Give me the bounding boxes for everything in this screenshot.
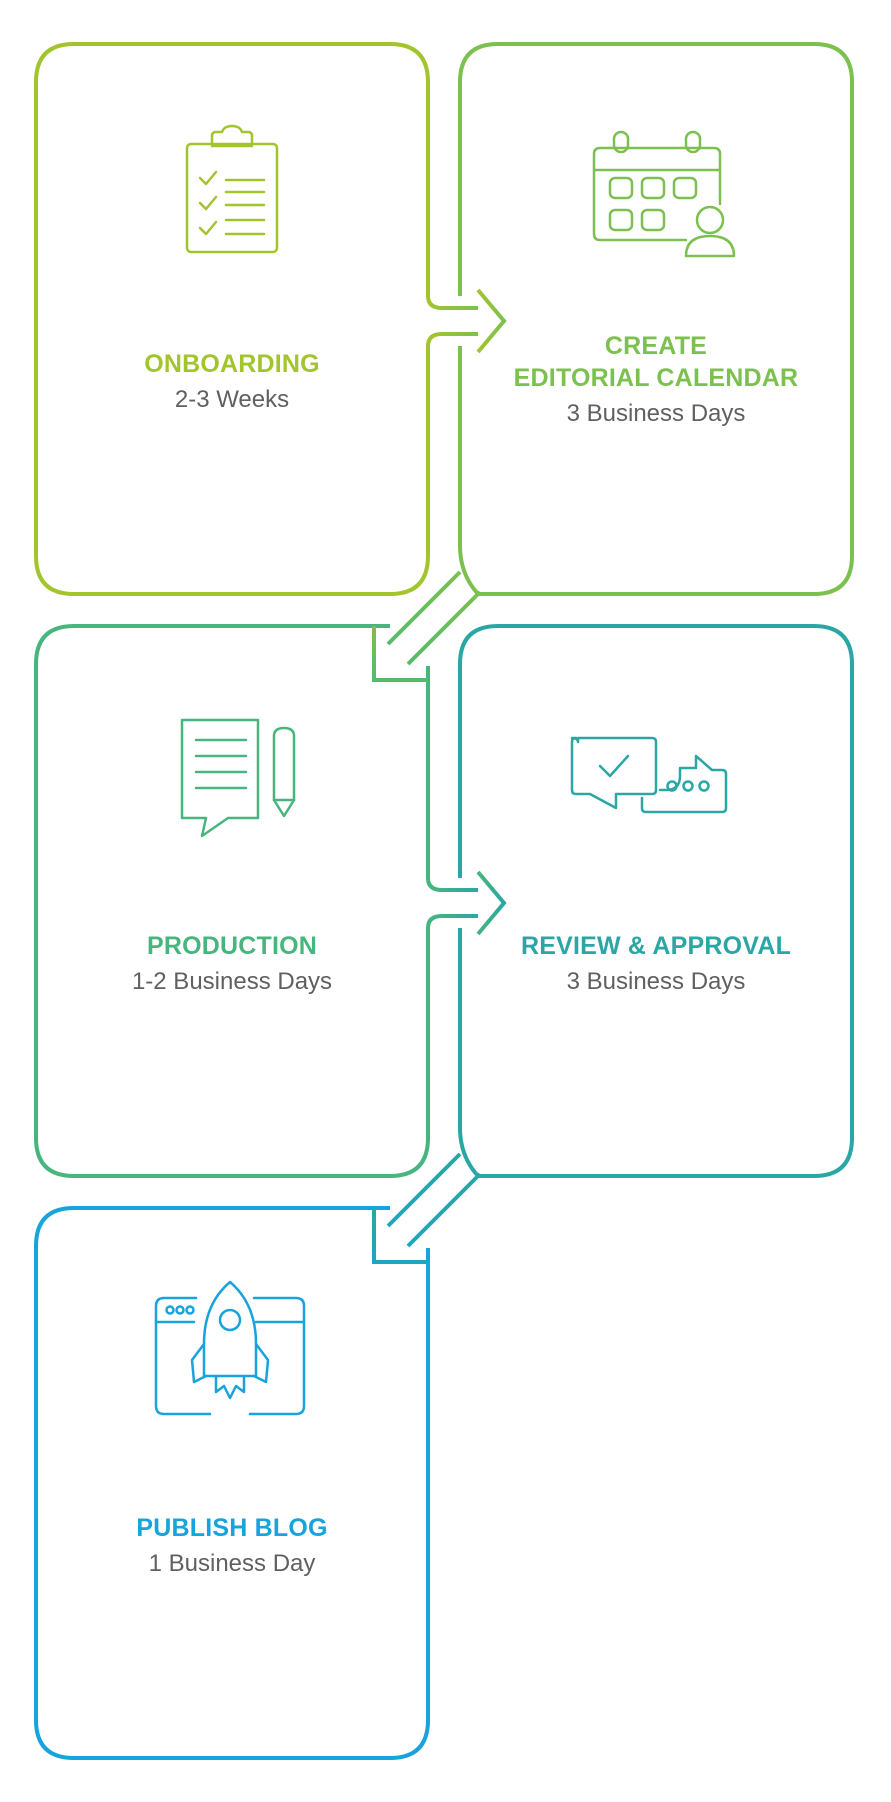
step-duration: 3 Business Days bbox=[566, 400, 746, 427]
arrow-review-to-publish bbox=[372, 1152, 482, 1264]
step-production: PRODUCTION 1-2 Business Days bbox=[62, 930, 402, 998]
step-title: ONBOARDING bbox=[144, 350, 320, 378]
step-duration: 3 Business Days bbox=[566, 968, 746, 995]
step-review-approval: REVIEW & APPROVAL 3 Business Days bbox=[486, 930, 826, 998]
review-approval-card-frame bbox=[458, 624, 854, 1178]
step-create-editorial-calendar: CREATE EDITORIAL CALENDAR 3 Business Day… bbox=[486, 330, 826, 430]
step-publish-blog: PUBLISH BLOG 1 Business Day bbox=[62, 1512, 402, 1580]
arrow-production-to-review bbox=[426, 870, 507, 936]
document-pencil-icon bbox=[180, 718, 296, 838]
onboarding-card-frame bbox=[34, 42, 430, 596]
browser-rocket-icon bbox=[154, 1280, 306, 1416]
step-title: CREATE EDITORIAL CALENDAR bbox=[513, 332, 799, 392]
step-title: PRODUCTION bbox=[146, 932, 318, 960]
step-duration: 1 Business Day bbox=[148, 1550, 316, 1577]
clipboard-checklist-icon bbox=[185, 124, 279, 254]
step-title: PUBLISH BLOG bbox=[136, 1514, 328, 1542]
arrow-calendar-to-production bbox=[372, 570, 482, 682]
arrow-onboarding-to-calendar bbox=[426, 288, 507, 354]
production-card-frame bbox=[34, 624, 430, 1178]
editorial-calendar-card-frame bbox=[458, 42, 854, 596]
chat-bubbles-icon bbox=[570, 736, 728, 814]
step-title: REVIEW & APPROVAL bbox=[520, 932, 792, 960]
step-duration: 1-2 Business Days bbox=[131, 968, 333, 995]
step-duration: 2-3 Weeks bbox=[174, 386, 290, 413]
calendar-user-icon bbox=[592, 130, 736, 258]
publish-blog-card-frame bbox=[34, 1206, 430, 1760]
step-onboarding: ONBOARDING 2-3 Weeks bbox=[62, 348, 402, 416]
